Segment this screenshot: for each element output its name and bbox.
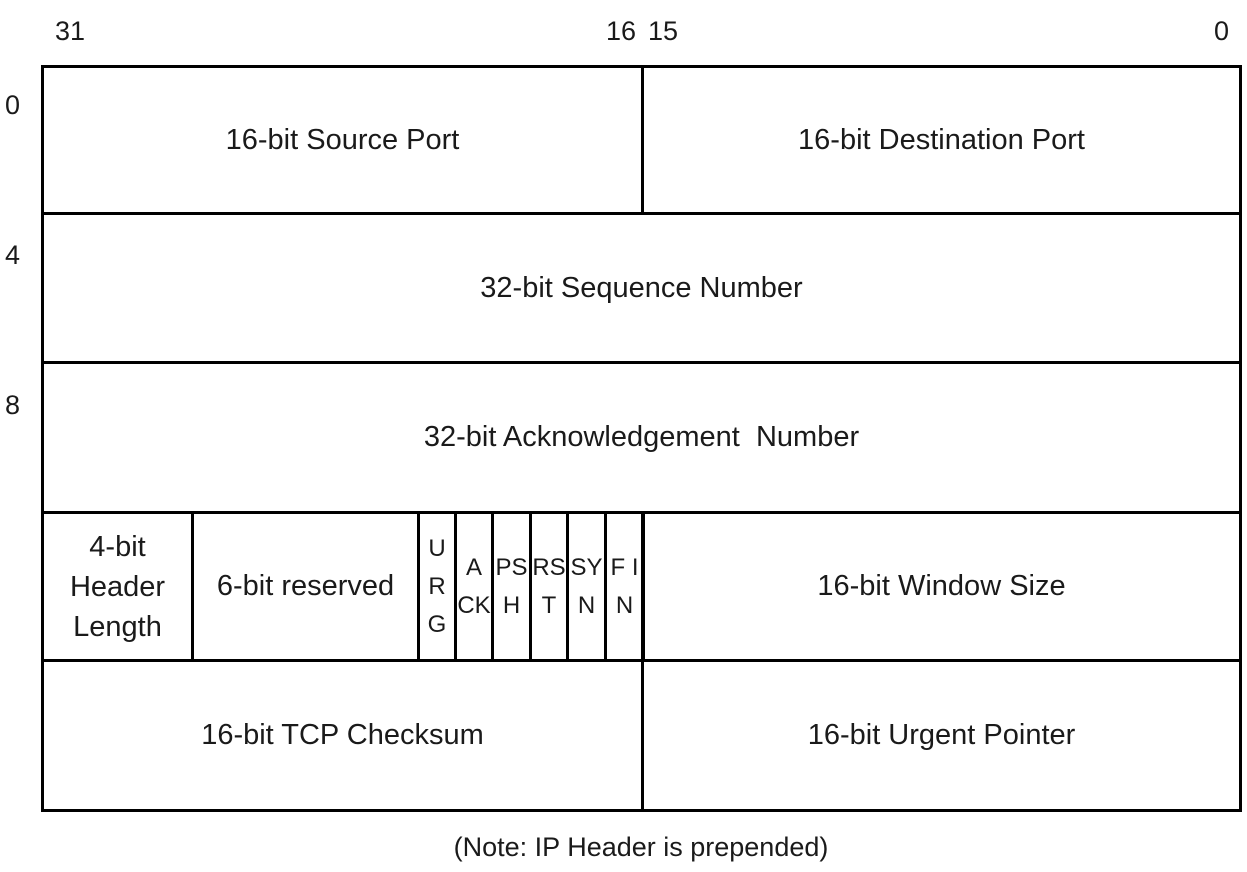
flag-rst-label-line: RS [532,553,566,581]
acknowledgement-number-label: 32-bit Acknowledgement Number [423,421,860,453]
flag-psh-cell: PS H [491,511,532,662]
flag-ack-label-line: CK [457,591,491,619]
footnote: (Note: IP Header is prepended) [453,832,829,862]
flag-psh-label-line: H [502,591,521,619]
flag-urg-label-line: R [428,572,446,600]
bit-label-31: 31 [55,16,86,46]
header-length-label-line: 4-bit [89,530,146,563]
checksum-label: 16-bit TCP Checksum [201,719,484,751]
source-port-label: 16-bit Source Port [225,123,460,156]
checksum-field: 16-bit TCP Checksum [41,659,644,812]
flag-fin-label-line: F I [610,553,639,581]
bit-label-15: 15 [648,16,679,46]
flag-urg-label: U R G [428,530,447,644]
header-length-label-line: Header [69,570,166,603]
flag-rst-cell: RS T [529,511,569,662]
sequence-number-label: 32-bit Sequence Number [480,271,803,304]
offset-label-8: 8 [5,390,21,420]
sequence-number-field: 32-bit Sequence Number [41,212,1242,364]
reserved-field: 6-bit reserved [191,511,420,662]
header-length-label-line: Length [73,610,162,643]
flag-fin-label-line: N [615,591,634,619]
flag-fin-cell: F I N [604,511,645,662]
urgent-pointer-label: 16-bit Urgent Pointer [807,719,1076,751]
flag-psh-label: PS H [495,549,527,625]
flag-ack-cell: A CK [454,511,494,662]
flag-syn-label-line: SY [570,553,603,581]
flag-syn-label: SY N [570,549,602,625]
destination-port-field: 16-bit Destination Port [641,65,1242,215]
flag-psh-label-line: PS [495,553,528,581]
header-length-field: 4-bit Header Length [41,511,194,662]
bit-label-16: 16 [606,16,637,46]
offset-label-0: 0 [5,90,21,120]
flag-syn-label-line: N [577,591,596,619]
flag-rst-label: RS T [532,549,565,625]
bit-label-0: 0 [1214,16,1230,46]
flag-urg-cell: U R G [417,511,457,662]
offset-label-4: 4 [5,240,21,270]
flag-fin-label: F I N [611,549,639,625]
flag-ack-label-line: A [465,553,482,581]
source-port-field: 16-bit Source Port [41,65,644,215]
flag-rst-label-line: T [541,591,557,619]
window-size-label: 16-bit Window Size [817,570,1066,602]
flag-urg-label-line: U [428,534,446,562]
flag-urg-label-line: G [427,610,447,638]
flag-ack-label: A CK [457,549,490,625]
flag-syn-cell: SY N [566,511,607,662]
destination-port-label: 16-bit Destination Port [798,123,1085,156]
reserved-label: 6-bit reserved [216,570,395,602]
header-length-label: 4-bit Header Length [70,527,165,647]
urgent-pointer-field: 16-bit Urgent Pointer [641,659,1242,812]
window-size-field: 16-bit Window Size [641,511,1242,662]
acknowledgement-number-field: 32-bit Acknowledgement Number [41,361,1242,514]
